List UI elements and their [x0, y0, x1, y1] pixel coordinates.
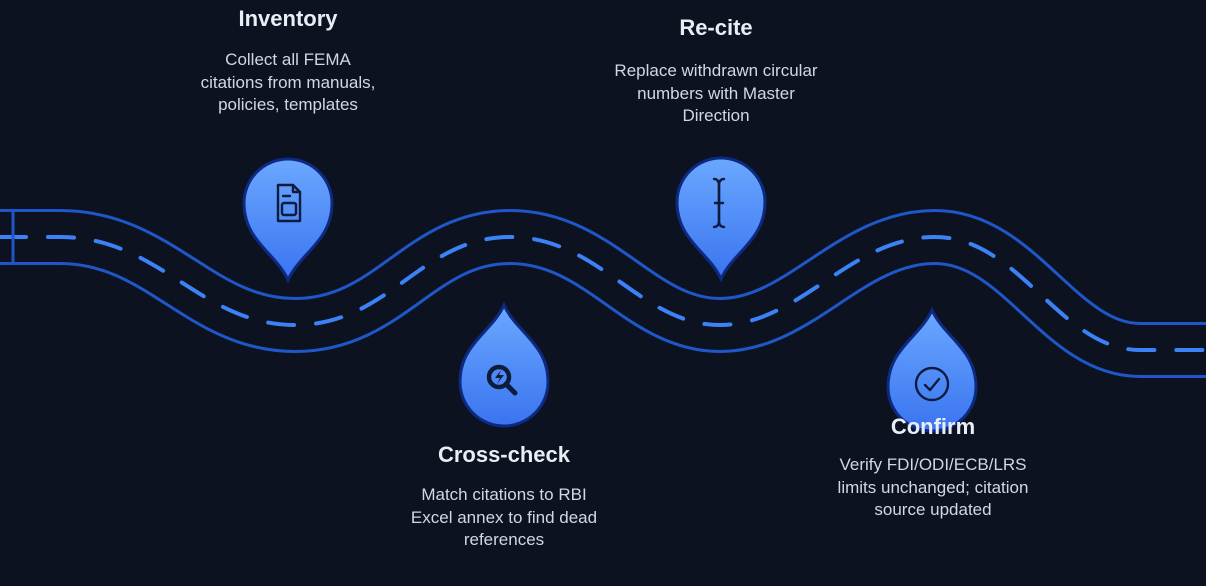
pin-inventory — [238, 153, 338, 284]
step-title-cross-check: Cross-check — [437, 442, 571, 467]
pin-confirm — [882, 306, 982, 437]
step-description-confirm: Verify FDI/ODI/ECB/LRS limits unchanged;… — [837, 455, 1029, 519]
text-cursor-icon — [712, 177, 726, 229]
step-title-re-cite: Re-cite — [679, 15, 753, 40]
road-surface — [0, 211, 1206, 375]
pin-re-cite — [671, 152, 771, 283]
step-title-confirm: Confirm — [890, 414, 976, 439]
search-icon — [486, 364, 518, 396]
step-title-inventory: Inventory — [238, 6, 338, 31]
lane-markers — [0, 234, 1206, 352]
step-description-cross-check: Match citations to RBI Excel annex to fi… — [410, 485, 598, 549]
document-icon — [276, 183, 302, 223]
check-circle-icon — [914, 366, 950, 402]
step-description-re-cite: Replace withdrawn circular numbers with … — [614, 61, 818, 125]
pin-cross-check — [454, 301, 554, 432]
step-description-inventory: Collect all FEMA citations from manuals,… — [200, 50, 376, 114]
